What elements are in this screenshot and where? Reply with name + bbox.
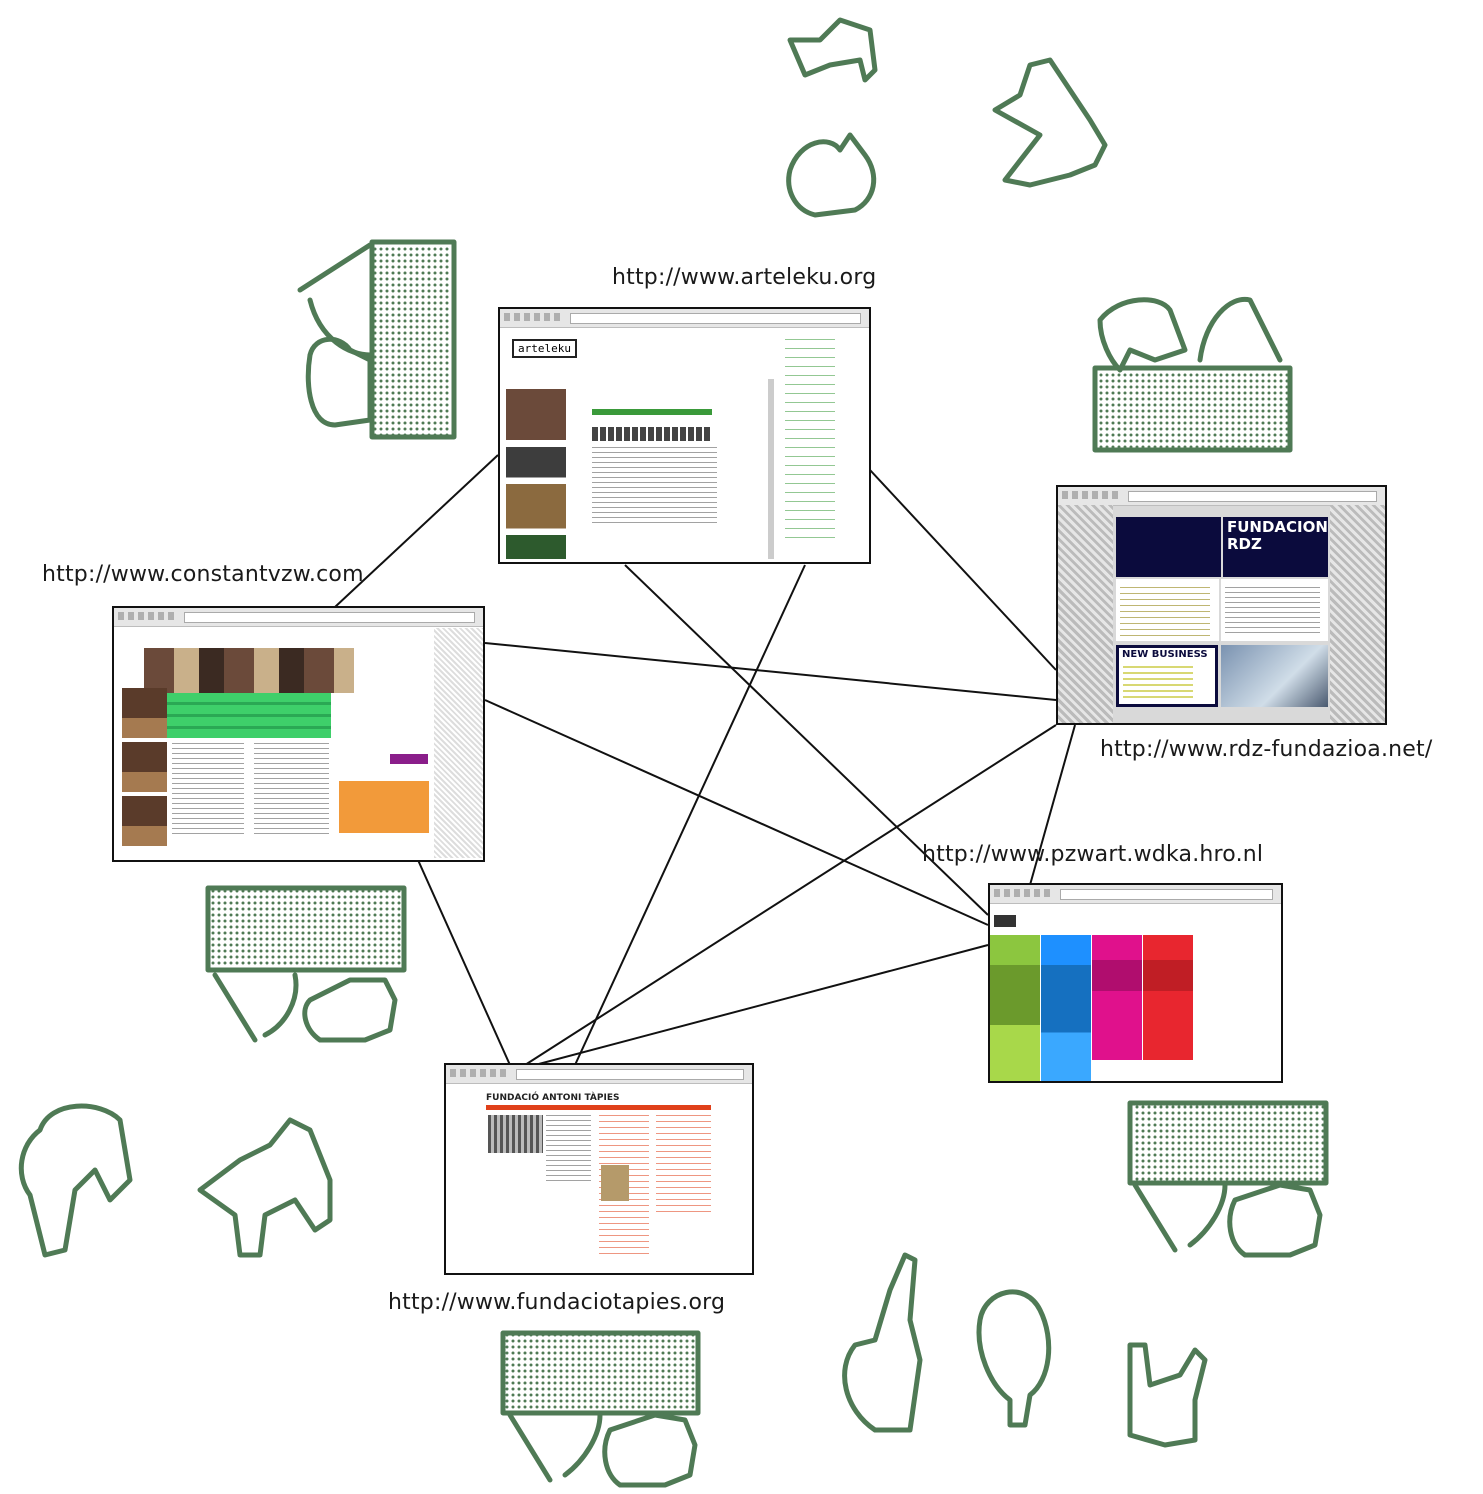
edge-arteleku-rdz bbox=[869, 469, 1057, 671]
navy-panel bbox=[1116, 517, 1221, 577]
edge-arteleku-pzwart bbox=[624, 564, 989, 916]
site-logo bbox=[994, 915, 1016, 927]
pattern-left bbox=[1058, 505, 1113, 723]
url-label-pzwart[interactable]: http://www.pzwart.wdka.hro.nl bbox=[922, 842, 1264, 867]
purple-tag bbox=[390, 754, 428, 764]
edge-constant-arteleku bbox=[334, 454, 499, 608]
screenshot-arteleku[interactable]: arteleku bbox=[498, 307, 871, 564]
url-label-arteleku[interactable]: http://www.arteleku.org bbox=[612, 265, 877, 290]
new-business-banner: NEW BUSINESS bbox=[1122, 649, 1208, 660]
red-bar bbox=[486, 1105, 711, 1110]
column-red bbox=[1143, 935, 1193, 1060]
content-left bbox=[1116, 579, 1219, 641]
column-magenta bbox=[1092, 935, 1142, 1060]
browser-chrome bbox=[500, 309, 869, 328]
scrollbar[interactable] bbox=[768, 379, 774, 559]
side-photos bbox=[122, 688, 167, 848]
photo-bw bbox=[488, 1115, 543, 1153]
browser-chrome bbox=[990, 885, 1281, 904]
edge-rdz-tapies bbox=[524, 724, 1057, 1066]
photo bbox=[1221, 645, 1328, 707]
site-title: FUNDACIÓ ANTONI TÀPIES bbox=[486, 1093, 620, 1103]
screenshot-tapies[interactable]: FUNDACIÓ ANTONI TÀPIES bbox=[444, 1063, 754, 1275]
article-title bbox=[592, 409, 712, 415]
right-dotted-bg bbox=[434, 628, 483, 858]
site-logo: arteleku bbox=[512, 339, 577, 358]
url-label-constant[interactable]: http://www.constantvzw.com bbox=[42, 562, 364, 587]
url-label-tapies[interactable]: http://www.fundaciotapies.org bbox=[388, 1290, 726, 1315]
screenshot-pzwart[interactable] bbox=[988, 883, 1283, 1083]
site-title-line1: FUNDACION bbox=[1227, 518, 1328, 536]
site-title: FUNDACION RDZ bbox=[1223, 517, 1328, 577]
site-title-line2: RDZ bbox=[1227, 535, 1262, 553]
browser-chrome bbox=[446, 1065, 752, 1084]
text-col-3 bbox=[656, 1115, 711, 1215]
edge-rdz-pzwart bbox=[1029, 724, 1076, 886]
book-image bbox=[601, 1165, 629, 1201]
photo-column bbox=[506, 389, 566, 559]
edge-constant-rdz bbox=[484, 642, 1057, 701]
text-column-2 bbox=[254, 743, 329, 838]
pattern-right bbox=[1330, 505, 1385, 723]
edge-pzwart-tapies bbox=[534, 944, 989, 1066]
column-blue bbox=[1041, 935, 1091, 1081]
browser-chrome bbox=[1058, 487, 1385, 506]
text-col-1 bbox=[546, 1115, 591, 1185]
text-column-1 bbox=[172, 743, 244, 838]
right-column-links bbox=[785, 339, 835, 539]
column-green bbox=[990, 935, 1040, 1081]
screenshot-constant[interactable] bbox=[112, 606, 485, 862]
url-label-rdz[interactable]: http://www.rdz-fundazioa.net/ bbox=[1100, 737, 1433, 762]
article-heading bbox=[592, 427, 712, 441]
article-text bbox=[592, 447, 717, 527]
screenshot-rdz[interactable]: FUNDACION RDZ NEW BUSINESS bbox=[1056, 485, 1387, 725]
browser-chrome bbox=[114, 608, 483, 627]
new-business-box: NEW BUSINESS bbox=[1116, 645, 1218, 707]
photo-collage bbox=[144, 648, 354, 693]
edge-arteleku-tapies bbox=[574, 564, 806, 1066]
green-banner bbox=[166, 693, 331, 738]
edge-constant-pzwart bbox=[484, 699, 989, 926]
orange-image bbox=[339, 768, 429, 833]
edge-constant-tapies bbox=[417, 859, 511, 1066]
content-right bbox=[1221, 579, 1328, 641]
